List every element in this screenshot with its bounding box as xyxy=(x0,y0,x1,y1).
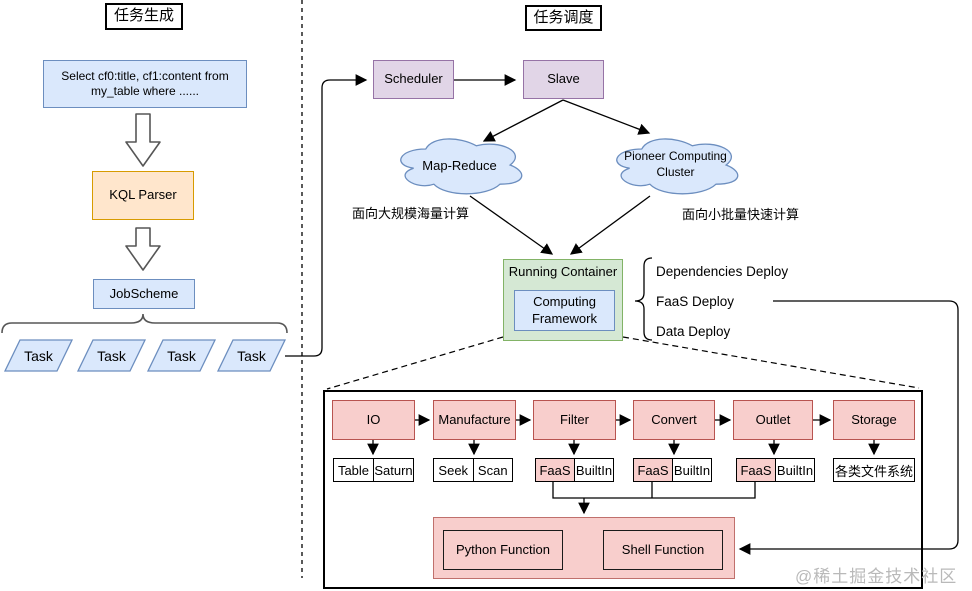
task-label: Task xyxy=(167,347,196,364)
substage-filter: FaaS BuiltIn xyxy=(535,458,614,482)
task-shape xyxy=(216,339,287,372)
substage-storage: 各类文件系统 xyxy=(833,458,915,482)
deploy-brace xyxy=(634,257,653,341)
deploy-label-data: Data Deploy xyxy=(656,324,731,339)
deploy-label-dependencies: Dependencies Deploy xyxy=(656,264,789,279)
task-shape xyxy=(76,339,147,372)
mapreduce-to-container-arrow xyxy=(469,195,554,255)
slave-to-pioneer-arrow xyxy=(562,99,651,135)
substage-cell-faas: FaaS xyxy=(634,459,672,481)
task-label: Task xyxy=(24,347,53,364)
sql-query-box: Select cf0:title, cf1:content from my_ta… xyxy=(43,60,247,108)
stage-outlet-box: Outlet xyxy=(733,400,813,440)
substage-cell: BuiltIn xyxy=(672,459,711,481)
substage-cell: Table xyxy=(334,459,373,481)
stage-manufacture-box: Manufacture xyxy=(433,400,516,440)
substage-cell: BuiltIn xyxy=(775,459,814,481)
substage-cell: Saturn xyxy=(373,459,413,481)
task-shape xyxy=(146,339,217,372)
tasks-brace xyxy=(1,313,288,334)
substage-cell-faas: FaaS xyxy=(536,459,574,481)
left-panel-title: 任务生成 xyxy=(105,3,183,30)
substage-cell: Scan xyxy=(472,459,512,481)
faas-bus-line xyxy=(552,482,756,499)
expand-dashed-line-right xyxy=(622,336,920,389)
stage-filter-box: Filter xyxy=(533,400,616,440)
substage-convert: FaaS BuiltIn xyxy=(633,458,712,482)
computing-framework-box: Computing Framework xyxy=(514,290,615,331)
deploy-label-faas: FaaS Deploy xyxy=(656,294,735,309)
faas-deploy-to-functions-arrow xyxy=(738,300,959,555)
substage-outlet: FaaS BuiltIn xyxy=(736,458,815,482)
substage-cell: 各类文件系统 xyxy=(834,459,914,481)
substage-manufacture: Seek Scan xyxy=(433,458,513,482)
stage-storage-box: Storage xyxy=(833,400,915,440)
scheduler-box: Scheduler xyxy=(373,60,454,99)
pioneer-to-container-arrow xyxy=(569,195,651,255)
block-down-arrow-icon xyxy=(125,113,161,167)
block-down-arrow-icon xyxy=(125,227,161,271)
task-label: Task xyxy=(237,347,266,364)
map-reduce-note: 面向大规模海量计算 xyxy=(352,206,470,221)
slave-box: Slave xyxy=(523,60,604,99)
substage-cell: Seek xyxy=(434,459,473,481)
map-reduce-label: Map-Reduce xyxy=(422,157,497,173)
stage-convert-box: Convert xyxy=(633,400,715,440)
substage-io: Table Saturn xyxy=(333,458,414,482)
expand-dashed-line-left xyxy=(326,336,504,390)
task-label: Task xyxy=(97,347,126,364)
stage-io-box: IO xyxy=(332,400,415,440)
shell-function-box: Shell Function xyxy=(603,530,723,570)
substage-cell: BuiltIn xyxy=(574,459,613,481)
task-shape xyxy=(3,339,74,372)
pioneer-label: Pioneer Computing Cluster xyxy=(624,149,727,179)
kql-parser-box: KQL Parser xyxy=(92,171,194,220)
slave-to-mapreduce-arrow xyxy=(482,99,564,142)
running-container-label: Running Container xyxy=(508,264,618,279)
substage-cell-faas: FaaS xyxy=(737,459,775,481)
jobscheme-box: JobScheme xyxy=(93,279,195,309)
right-panel-title: 任务调度 xyxy=(525,5,602,31)
watermark: @稀土掘金技术社区 xyxy=(795,567,958,586)
pioneer-note: 面向小批量快速计算 xyxy=(682,207,800,222)
task-to-scheduler-arrow xyxy=(285,74,368,357)
python-function-box: Python Function xyxy=(443,530,563,570)
